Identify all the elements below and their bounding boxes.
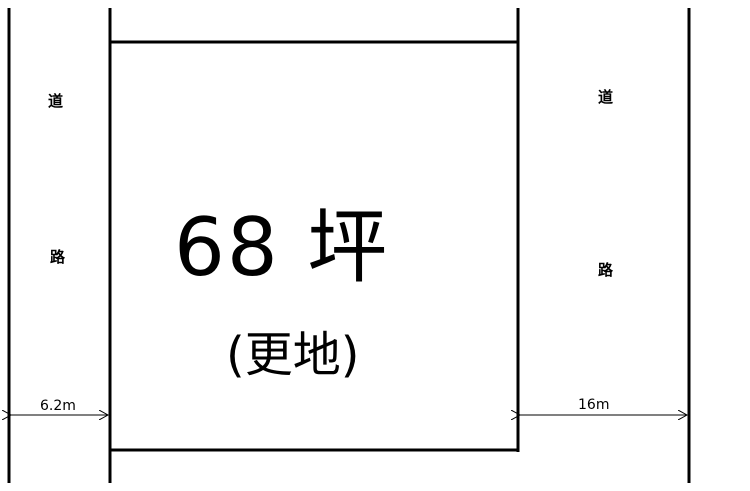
lot-status-label: (更地) <box>226 327 360 383</box>
left-road-label-char-1: 道 <box>48 92 64 110</box>
right-road-label-char-2: 路 <box>598 261 614 279</box>
left-road-label-char-2: 路 <box>50 248 66 266</box>
left-road-width-label: 6.2m <box>40 398 76 414</box>
right-road-width-label: 16m <box>578 397 610 413</box>
lot-area-label: 68 坪 <box>174 201 390 294</box>
right-road-label-char-1: 道 <box>598 88 614 106</box>
